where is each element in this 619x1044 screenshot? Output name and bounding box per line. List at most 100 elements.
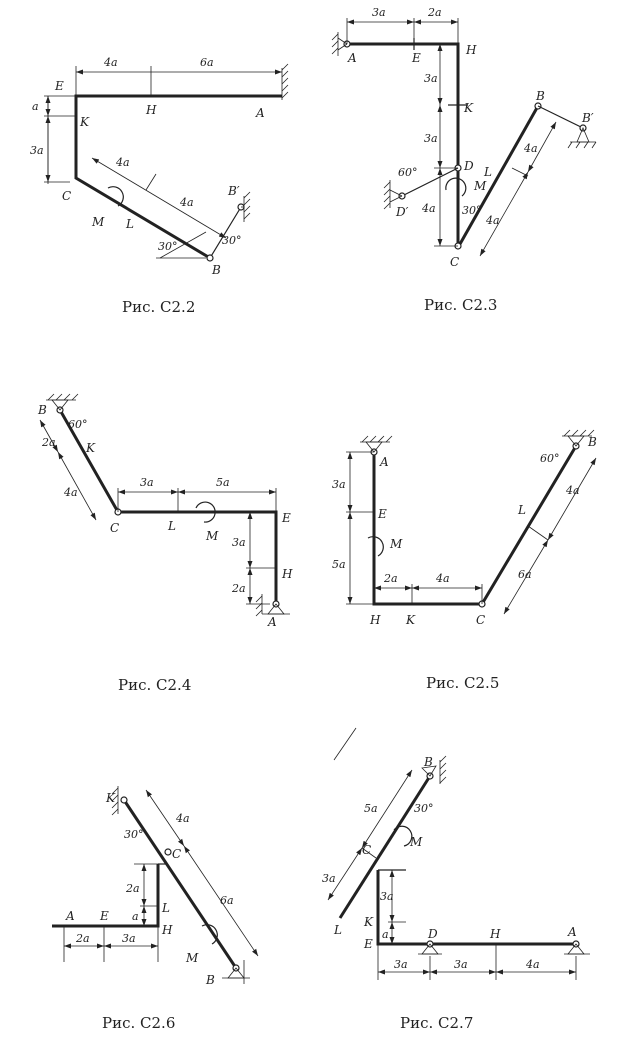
hinge-b bbox=[206, 254, 214, 262]
text-figures-4-dims-da: a bbox=[132, 910, 139, 923]
text-figures-5-dims-d3a_v: 3a bbox=[380, 890, 394, 903]
frame-c2-7 bbox=[376, 870, 576, 946]
text-figures-3-caption: Рис. С2.5 bbox=[426, 674, 499, 692]
text-figures-1-labels-D: D bbox=[463, 159, 474, 173]
dim-a: a bbox=[32, 100, 39, 113]
text-figures-2-dims-d2a_v: 2a bbox=[231, 582, 246, 595]
moment-arrow-c2-5 bbox=[367, 536, 384, 557]
text-figures-4-labels-L: L bbox=[161, 901, 170, 915]
dim-6a: 6a bbox=[200, 56, 214, 69]
text-figures-3-labels-K: K bbox=[405, 613, 416, 627]
dim-4a: 4a bbox=[103, 56, 118, 69]
text-figures-1-caption: Рис. С2.3 bbox=[424, 296, 497, 314]
text-figures-2-labels-L: L bbox=[167, 519, 176, 533]
text-figures-1-labels-Dp: D′ bbox=[395, 205, 409, 219]
moment-arrow-c2-3 bbox=[445, 177, 467, 197]
dim-4a-2: 4a bbox=[179, 196, 194, 209]
text-figures-5-dims-d5a: 5a bbox=[364, 802, 378, 815]
text-figures-1-labels-L: L bbox=[483, 165, 492, 179]
text-figures-3-dims-d4a_r: 4a bbox=[565, 484, 580, 497]
text-figures-4-labels-E: E bbox=[99, 909, 109, 923]
text-figures-1-dims-d2a: 2a bbox=[427, 6, 442, 19]
figure-c2-6: K A E L H M B C 4a 6a 2a a 2a 3a 30° Рис… bbox=[52, 786, 259, 1032]
text-figures-1-dims-d3a: 3a bbox=[372, 6, 386, 19]
text-figures-5-dims-d4a: 4a bbox=[525, 958, 540, 971]
label-e: E bbox=[54, 79, 64, 93]
text-figures-5-labels-E: E bbox=[363, 937, 373, 951]
text-figures-5-labels-B: B bbox=[423, 755, 433, 769]
figure-c2-5: A E M H K C L B 3a 5a 2a 4a 4a 6a 60° Ри… bbox=[332, 429, 597, 692]
text-figures-4-caption: Рис. С2.6 bbox=[102, 1014, 175, 1032]
text-figures-5-labels-A: A bbox=[567, 925, 577, 939]
wall-hatch-a bbox=[281, 63, 289, 99]
text-figures-5-labels-D: D bbox=[427, 927, 438, 941]
text-figures-4-angles-a30: 30° bbox=[124, 828, 144, 841]
label-l: L bbox=[125, 217, 134, 231]
frame-c2-5 bbox=[372, 445, 578, 606]
text-figures-2-labels-E: E bbox=[281, 511, 291, 525]
dim-4a-1: 4a bbox=[115, 156, 130, 169]
text-figures-1-labels-K: K bbox=[463, 101, 474, 115]
text-figures-4-dims-d4a: 4a bbox=[175, 812, 190, 825]
label-bprime: B′ bbox=[227, 184, 240, 198]
text-figures-5-labels-C: C bbox=[362, 843, 371, 857]
text-figures-1-labels-Bp: B′ bbox=[581, 111, 594, 125]
label-m: M bbox=[91, 215, 105, 229]
bar-k-b bbox=[122, 799, 238, 969]
text-figures-5-caption: Рис. С2.7 bbox=[400, 1014, 473, 1032]
text-figures-3-labels-B: B bbox=[587, 435, 597, 449]
text-figures-2-labels-B: B bbox=[37, 403, 47, 417]
text-figures-1-labels-B: B bbox=[535, 89, 545, 103]
text-figures-4-labels-A: A bbox=[65, 909, 75, 923]
text-figures-3-dims-d4a: 4a bbox=[435, 572, 450, 585]
moment-arrow-c2-4 bbox=[195, 501, 216, 523]
text-figures-1-dims-d4a_2: 4a bbox=[523, 142, 538, 155]
text-figures-4-dims-d3a: 3a bbox=[122, 932, 136, 945]
text-figures-3-labels-H: H bbox=[369, 613, 381, 627]
text-figures-1-angles-a60: 60° bbox=[398, 166, 418, 179]
text-figures-5-labels-K: K bbox=[363, 915, 374, 929]
angle-30-b: 30° bbox=[222, 234, 242, 247]
text-figures-4-labels-M: M bbox=[185, 951, 199, 965]
label-c: C bbox=[62, 189, 71, 203]
label-a: A bbox=[255, 106, 265, 120]
label-k: K bbox=[79, 115, 90, 129]
label-b: B bbox=[211, 263, 221, 277]
figure-c2-7: B M C L K E D H A 5a 3a 3a a 3a 3a 4a 30… bbox=[322, 727, 590, 1032]
text-figures-1-dims-d3a_v: 3a bbox=[424, 72, 438, 85]
text-figures-2-caption: Рис. С2.4 bbox=[118, 676, 191, 694]
text-figures-2-angles-a60: 60° bbox=[68, 418, 88, 431]
moment-arrow-c2-6 bbox=[201, 924, 218, 945]
text-figures-2-labels-K: K bbox=[85, 441, 96, 455]
figure-c2-3: A E H K D D′ L M C B B′ 3a 2a 3a 3a 4a 4… bbox=[331, 6, 597, 314]
moment-arrow bbox=[107, 186, 124, 207]
text-figures-5-angles-a30: 30° bbox=[414, 802, 434, 815]
text-figures-4-dims-d2a_v: 2a bbox=[125, 882, 140, 895]
rod-d-dprime bbox=[401, 167, 459, 197]
dim-3a: 3a bbox=[30, 144, 44, 157]
text-figures-2-labels-A: A bbox=[267, 615, 277, 629]
caption-c2-2: Рис. С2.2 bbox=[122, 298, 195, 316]
text-figures-3-labels-M: M bbox=[389, 537, 403, 551]
text-figures-4-labels-C: C bbox=[172, 847, 181, 861]
text-figures-1-labels-M: M bbox=[473, 179, 487, 193]
text-figures-1-dims-d4a_v: 4a bbox=[421, 202, 436, 215]
text-figures-2-dims-d3a: 3a bbox=[140, 476, 154, 489]
moment-arrow-c2-7 bbox=[393, 825, 413, 847]
text-figures-3-labels-E: E bbox=[377, 507, 387, 521]
text-figures-5-dims-d3a_h2: 3a bbox=[454, 958, 468, 971]
text-figures-3-dims-d5a: 5a bbox=[332, 558, 346, 571]
text-figures-3-dims-d2a: 2a bbox=[383, 572, 398, 585]
text-figures-1-dims-d4a_1: 4a bbox=[485, 214, 500, 227]
text-figures-3-labels-C: C bbox=[476, 613, 485, 627]
text-figures-5-labels-L: L bbox=[333, 923, 342, 937]
text-figures-5-labels-M: M bbox=[409, 835, 423, 849]
text-figures-3-dims-d6a: 6a bbox=[518, 568, 532, 581]
text-figures-4-dims-d6a: 6a bbox=[220, 894, 234, 907]
text-figures-1-angles-a30: 30° bbox=[462, 204, 482, 217]
text-figures-2-dims-d2a: 2a bbox=[41, 436, 56, 449]
text-figures-2-labels-C: C bbox=[110, 521, 119, 535]
text-figures-1-labels-E: E bbox=[411, 51, 421, 65]
label-h: H bbox=[145, 103, 157, 117]
text-figures-1-labels-A: A bbox=[347, 51, 357, 65]
